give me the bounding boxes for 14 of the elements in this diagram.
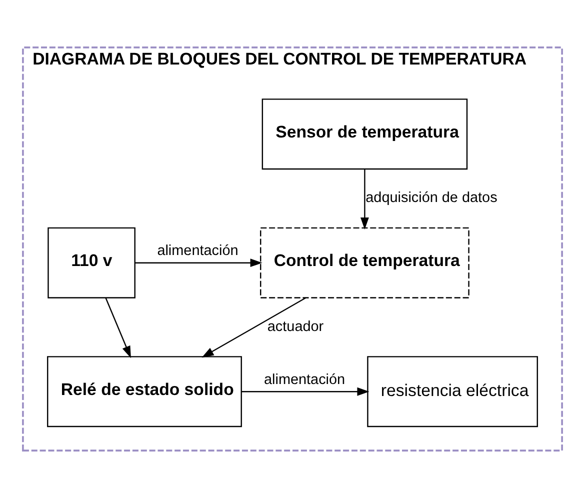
node-box: Control de temperatura (260, 226, 470, 298)
node-box: Relé de estado solido (47, 356, 242, 427)
arrow (242, 386, 370, 396)
node-box: 110 v (48, 226, 136, 298)
arrow (105, 297, 131, 358)
arrow (202, 296, 306, 358)
arrow (135, 258, 262, 267)
arrow (360, 168, 369, 229)
edge-label: actuador (267, 318, 324, 334)
node-box: resistencia eléctrica (367, 356, 538, 427)
edge-label: adquisición de datos (366, 190, 498, 206)
edge-label: alimentación (157, 242, 238, 259)
node-box: Sensor de temperatura (262, 98, 468, 170)
edge-label: alimentación (264, 371, 346, 388)
